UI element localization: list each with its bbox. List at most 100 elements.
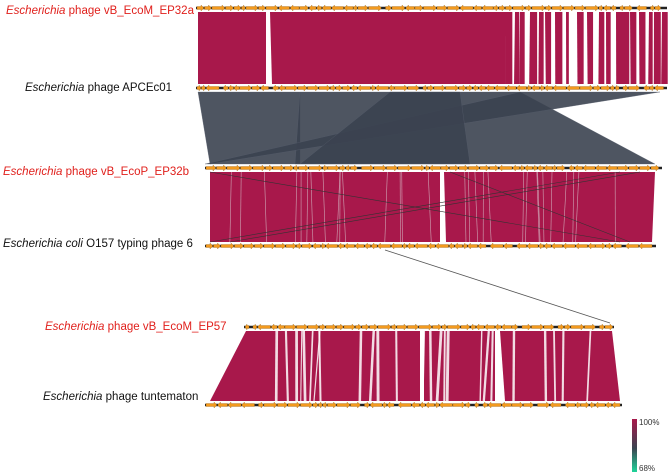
link-gap (274, 330, 279, 402)
gene-arrow (638, 242, 653, 250)
gene-arrow (418, 323, 433, 331)
gene-arrow (435, 242, 449, 250)
gene-arrow (494, 323, 502, 331)
gene-arrow (377, 323, 392, 331)
link-gap (429, 330, 433, 402)
genome-track-1 (196, 84, 667, 92)
gene-arrow (263, 242, 276, 250)
direct-match-link (210, 172, 440, 242)
gene-arrow (391, 4, 406, 12)
gene-arrow (411, 401, 420, 409)
gene-arrow (386, 164, 398, 172)
gene-arrow (570, 323, 585, 331)
gene-arrow (433, 84, 446, 92)
link-gap (525, 171, 528, 243)
gene-arrow (625, 242, 639, 250)
gene-arrow (458, 164, 469, 172)
gene-arrow (600, 84, 611, 92)
gene-arrow (396, 323, 408, 331)
gene-arrow (252, 164, 266, 172)
link-gap (553, 330, 557, 402)
gene-arrow (574, 4, 586, 12)
link-gap (542, 171, 545, 243)
gene-arrow (481, 4, 494, 12)
link-gap (543, 330, 548, 402)
gene-arrow (552, 84, 567, 92)
direct-match-link (566, 12, 569, 84)
genome-track-2 (205, 164, 662, 172)
gene-arrow (445, 84, 459, 92)
link-gap (240, 171, 242, 243)
gene-arrow (312, 401, 319, 409)
link-gap (336, 171, 341, 243)
gene-arrow (265, 4, 279, 12)
gene-arrow (343, 4, 354, 12)
gene-arrow (498, 164, 513, 172)
gene-arrow (289, 4, 300, 12)
gene-arrow (322, 164, 328, 172)
direct-match-link (444, 172, 655, 242)
direct-match-link (606, 12, 611, 84)
gene-arrow (350, 84, 358, 92)
gene-arrow (447, 4, 460, 12)
link-gap (309, 330, 314, 402)
link-gap (440, 171, 445, 243)
link-gap (300, 330, 303, 402)
link-gap (482, 330, 490, 402)
link-gap (395, 330, 398, 402)
direct-match-link (653, 12, 661, 84)
gene-arrow (580, 401, 590, 409)
gene-arrow (639, 164, 651, 172)
gene-arrow (422, 84, 428, 92)
gene-arrow (531, 84, 540, 92)
gene-arrow (233, 84, 240, 92)
link-gap (443, 330, 446, 402)
gene-arrow (512, 164, 520, 172)
gene-arrow (473, 4, 482, 12)
link-gap (479, 330, 483, 402)
gene-arrow (545, 4, 552, 12)
gene-arrow (285, 242, 297, 250)
gene-arrow (498, 4, 506, 12)
scale-max-label: 100% (639, 418, 660, 427)
gene-arrow (322, 401, 328, 409)
gene-arrow (350, 164, 358, 172)
gene-arrow (258, 401, 264, 409)
gene-arrow (532, 164, 538, 172)
gene-arrow (227, 401, 242, 409)
gene-arrow (467, 242, 478, 250)
gene-arrow (563, 4, 575, 12)
gene-arrow (330, 84, 336, 92)
gene-arrow (537, 401, 550, 409)
gene-arrow (196, 4, 205, 12)
gene-arrow (525, 4, 532, 12)
gene-arrow (353, 4, 358, 12)
gene-arrow (489, 164, 499, 172)
direct-match-link (545, 12, 552, 84)
genome-label-3: Escherichia coli O157 typing phage 6 (3, 237, 193, 251)
gene-arrow (211, 4, 226, 12)
link-gap (401, 171, 403, 243)
direct-match-link (587, 12, 594, 84)
genome-track-4 (244, 323, 614, 331)
gene-arrow (441, 323, 448, 331)
gene-arrow (551, 4, 564, 12)
gene-arrow (650, 4, 655, 12)
gene-arrow (397, 164, 412, 172)
gene-arrow (579, 84, 594, 92)
genome-label-5-genus: Escherichia (43, 391, 103, 403)
gene-arrow (407, 84, 420, 92)
gene-arrow (388, 84, 395, 92)
gene-arrow (321, 4, 332, 12)
gene-arrow (284, 164, 294, 172)
gene-arrow (458, 84, 467, 92)
gene-arrow (397, 401, 412, 409)
gene-arrow (439, 401, 453, 409)
link-gap (295, 171, 298, 243)
gene-arrow (240, 164, 253, 172)
gene-arrow (245, 4, 259, 12)
genome-track-3 (205, 242, 656, 250)
gene-arrow (564, 401, 576, 409)
gene-arrow (402, 242, 407, 250)
gene-arrow (272, 164, 285, 172)
